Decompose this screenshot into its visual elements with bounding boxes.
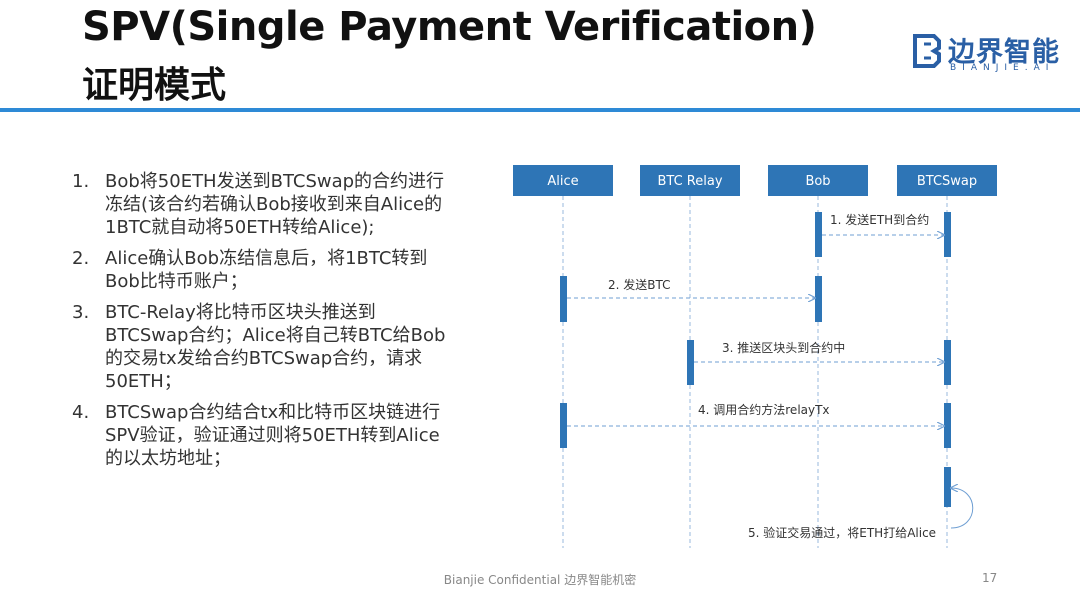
step-item: 4. BTCSwap合约结合tx和比特币区块链进行SPV验证，验证通过则将50ET… xyxy=(72,401,452,470)
participant-label-bob: Bob xyxy=(805,174,830,189)
logo-subtitle: BIANJIE.AI xyxy=(950,63,1055,73)
step-number: 1. xyxy=(72,171,90,192)
message-label-2: 2. 发送BTC xyxy=(608,277,671,292)
participant-box-btcswap xyxy=(897,165,997,196)
step-number: 4. xyxy=(72,402,90,423)
step-text: Alice确认Bob冻结信息后，将1BTC转到Bob比特币账户； xyxy=(105,248,428,292)
activation-alice-2 xyxy=(560,403,567,448)
activation-bob-2 xyxy=(815,276,822,322)
footer-confidential: Bianjie Confidential 边界智能机密 xyxy=(443,573,637,587)
step-text: BTC-Relay将比特币区块头推送到BTCSwap合约；Alice将自己转BT… xyxy=(105,302,446,392)
activation-btcswap-3 xyxy=(944,403,951,448)
step-item: 1. Bob将50ETH发送到BTCSwap的合约进行冻结(该合约若确认Bob接收… xyxy=(72,170,452,239)
activation-bob-1 xyxy=(815,212,822,257)
message-label-4: 4. 调用合约方法relayTx xyxy=(698,402,830,417)
activation-btcswap-1 xyxy=(944,212,951,257)
participant-label-alice: Alice xyxy=(547,174,578,189)
slide-title-line1: SPV(Single Payment Verification) xyxy=(82,4,817,50)
message-label-1: 1. 发送ETH到合约 xyxy=(830,212,929,227)
slide-title-line2: 证明模式 xyxy=(82,65,227,106)
message-arrow-5-self xyxy=(951,488,974,529)
step-text: BTCSwap合约结合tx和比特币区块链进行SPV验证，验证通过则将50ETH转… xyxy=(105,402,441,469)
logo-icon xyxy=(913,34,941,68)
participant-label-btcswap: BTCSwap xyxy=(917,174,977,189)
step-item: 2. Alice确认Bob冻结信息后，将1BTC转到Bob比特币账户； xyxy=(72,247,452,293)
page-number: 17 xyxy=(982,571,998,585)
step-text: Bob将50ETH发送到BTCSwap的合约进行冻结(该合约若确认Bob接收到来… xyxy=(105,171,445,238)
activation-btc-relay-1 xyxy=(687,340,694,385)
logo-name: 边界智能 xyxy=(948,37,1060,68)
step-number: 2. xyxy=(72,248,90,269)
participant-label-btc-relay: BTC Relay xyxy=(657,174,722,189)
company-logo: 边界智能 BIANJIE.AI xyxy=(912,30,1062,78)
message-label-5: 5. 验证交易通过，将ETH打给Alice xyxy=(748,525,936,540)
message-label-3: 3. 推送区块头到合约中 xyxy=(722,340,845,355)
participant-box-btc-relay xyxy=(640,165,740,196)
activation-btcswap-2 xyxy=(944,340,951,385)
step-number: 3. xyxy=(72,302,90,323)
participant-box-alice xyxy=(513,165,613,196)
steps-list: 1. Bob将50ETH发送到BTCSwap的合约进行冻结(该合约若确认Bob接收… xyxy=(72,170,452,478)
step-item: 3. BTC-Relay将比特币区块头推送到BTCSwap合约；Alice将自己转… xyxy=(72,301,452,393)
activation-alice-1 xyxy=(560,276,567,322)
title-divider xyxy=(0,108,1080,112)
activation-btcswap-4 xyxy=(944,467,951,507)
participant-box-bob xyxy=(768,165,868,196)
